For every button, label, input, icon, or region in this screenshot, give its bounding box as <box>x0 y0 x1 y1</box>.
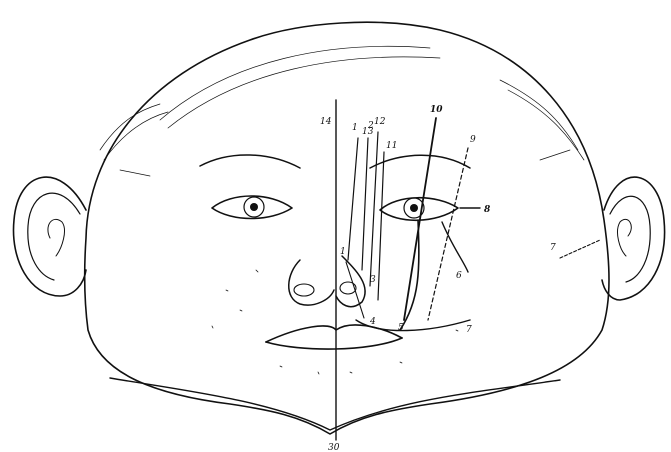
label-7a: 7 <box>466 325 472 335</box>
left-eye <box>212 196 292 219</box>
head-outline <box>85 22 609 434</box>
chin-curve <box>110 378 560 430</box>
label-14: 14 <box>320 117 332 127</box>
label-10: 10 <box>430 105 443 115</box>
label-4: 4 <box>369 317 376 327</box>
label-30: 30 <box>328 443 340 452</box>
label-6: 6 <box>456 271 462 281</box>
left-ear <box>13 177 86 296</box>
label-12: 12 <box>374 117 386 127</box>
label-9: 9 <box>470 135 476 145</box>
label-3: 3 <box>370 275 376 285</box>
nose <box>289 256 365 307</box>
label-1b: 1 <box>340 247 346 257</box>
label-8: 8 <box>484 205 491 215</box>
label-5: 5 <box>398 323 404 333</box>
label-1a: 1 <box>352 123 358 133</box>
right-ear <box>560 177 665 300</box>
label-7b: 7 <box>550 243 556 253</box>
label-2: 2 <box>367 121 374 131</box>
right-eye <box>380 198 458 221</box>
label-11: 11 <box>386 141 397 151</box>
right-eyebrow <box>370 155 470 168</box>
hair-hatching <box>100 46 584 176</box>
leader-lines <box>346 118 480 331</box>
shading-marks <box>212 270 458 374</box>
left-eyebrow <box>200 155 300 168</box>
